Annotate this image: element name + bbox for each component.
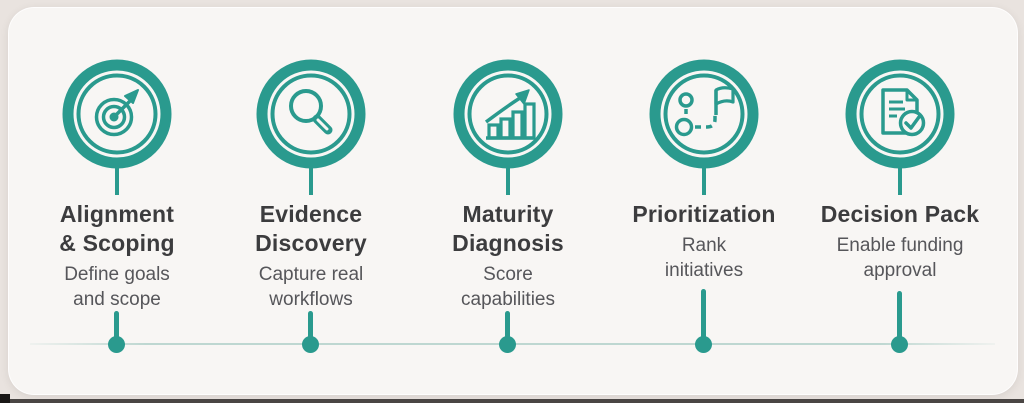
- step-title: Prioritization: [632, 201, 776, 227]
- step-description: Rank initiatives: [664, 235, 744, 281]
- step-title: Evidence Discovery: [255, 201, 367, 256]
- timeline-stem: [897, 291, 902, 344]
- document-check-icon: [845, 59, 955, 169]
- step-description: Define goals and scope: [64, 264, 170, 310]
- icon-stem: [702, 168, 706, 195]
- timeline-stem: [701, 289, 706, 344]
- icon-stem: [506, 168, 510, 195]
- icon-stem: [115, 168, 119, 195]
- timeline-stem: [114, 311, 119, 344]
- target-icon: [62, 59, 172, 169]
- timeline-dot: [499, 336, 516, 353]
- timeline-dot: [891, 336, 908, 353]
- bottom-left-chip: [0, 394, 10, 403]
- growth-chart-icon: [453, 59, 563, 169]
- step-title: Maturity Diagnosis: [452, 201, 564, 256]
- step-title: Alignment & Scoping: [59, 201, 175, 256]
- figure-card: [8, 7, 1018, 395]
- step-description: Capture real workflows: [258, 264, 364, 310]
- timeline-dot: [695, 336, 712, 353]
- timeline-stem: [308, 311, 313, 344]
- step-title: Decision Pack: [820, 201, 980, 227]
- icon-stem: [309, 168, 313, 195]
- step-description: Enable funding approval: [836, 235, 964, 281]
- icon-stem: [898, 168, 902, 195]
- timeline-dot: [108, 336, 125, 353]
- step-alignment-scoping: Alignment & Scoping Define goals and sco…: [17, 59, 217, 312]
- timeline-dot: [302, 336, 319, 353]
- step-maturity-diagnosis: Maturity Diagnosis Score capabilities: [408, 59, 608, 312]
- step-description: Score capabilities: [461, 264, 555, 310]
- step-prioritization: Prioritization Rank initiatives: [604, 59, 804, 283]
- timeline-stem: [505, 311, 510, 344]
- step-evidence-discovery: Evidence Discovery Capture real workflow…: [211, 59, 411, 312]
- route-flag-icon: [649, 59, 759, 169]
- bottom-edge-bar: [0, 399, 1024, 403]
- magnifier-icon: [256, 59, 366, 169]
- step-decision-pack: Decision Pack Enable funding approval: [800, 59, 1000, 283]
